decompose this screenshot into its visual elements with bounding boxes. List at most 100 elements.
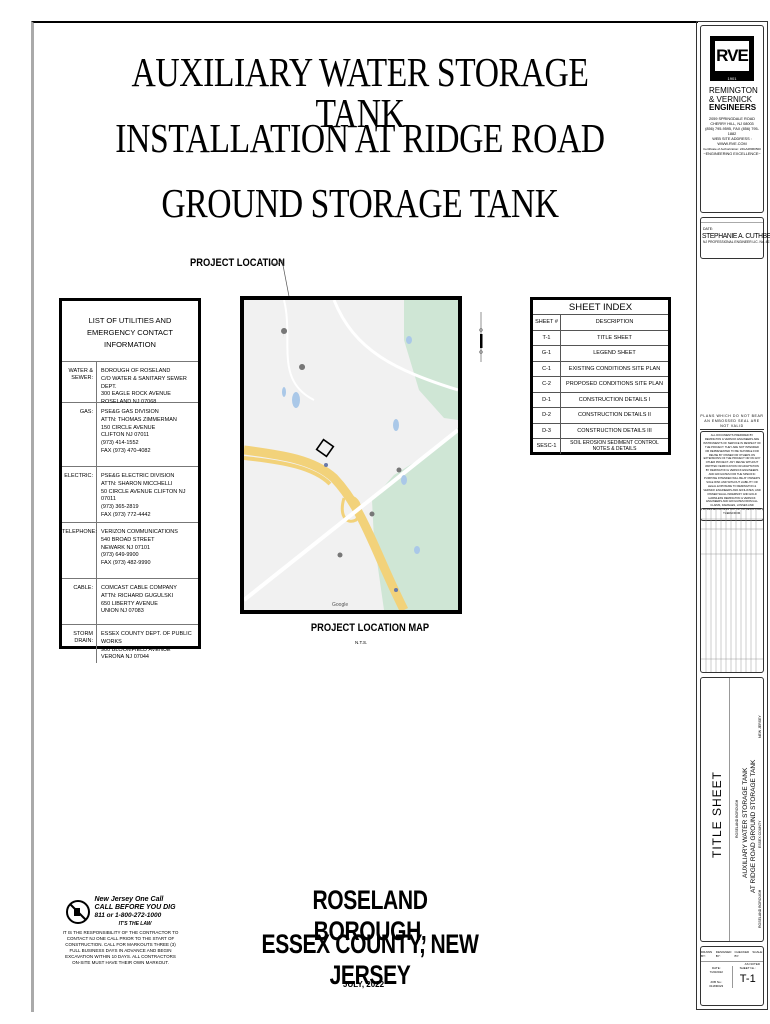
map-provider-label: Google bbox=[332, 602, 349, 608]
revision-grid-lines bbox=[701, 509, 763, 672]
utilities-heading-line-2: EMERGENCY CONTACT INFORMATION bbox=[87, 328, 173, 349]
project-municipality: ROSELAND BOROUGH bbox=[758, 889, 762, 928]
sheet-number: D-3 bbox=[533, 423, 561, 438]
utility-line: 900 BLOOMFIELD AVENUE bbox=[101, 646, 171, 653]
map-caption: PROJECT LOCATION MAP bbox=[310, 622, 430, 634]
utility-line: FAX (973) 772-4442 bbox=[101, 511, 151, 518]
firm-name: REMINGTON & VERNICK ENGINEERS bbox=[701, 86, 763, 113]
utility-row-cable: CABLE: COMCAST CABLE COMPANY ATTN: RICHA… bbox=[62, 579, 198, 625]
utility-line: VERIZON COMMUNICATIONS bbox=[101, 529, 178, 535]
one-call-line-4: IT'S THE LAW bbox=[118, 921, 152, 927]
sheet-description: LEGEND SHEET bbox=[593, 350, 636, 357]
location-line-1: ROSELAND BOROUGH, bbox=[312, 885, 428, 946]
sheet-info-labels: DRAWN BY: DESIGNED BY: CHECKED BY: SCALE… bbox=[701, 947, 763, 962]
map-scale: N.T.S. bbox=[355, 640, 368, 645]
sheet-number: C-1 bbox=[533, 361, 561, 376]
firm-line-1: REMINGTON bbox=[709, 86, 758, 95]
rve-logo: RVE bbox=[710, 36, 754, 76]
sheet-number: C-2 bbox=[533, 377, 561, 392]
project-county: ESSEX COUNTY bbox=[758, 820, 762, 848]
utility-line: ROSELAND NJ 07068 bbox=[101, 399, 157, 406]
north-arrow-icon bbox=[479, 312, 483, 362]
project-line-2: AT RIDGE ROAD GROUND STORAGE TANK bbox=[750, 759, 757, 893]
sheet-index-title: SHEET INDEX bbox=[533, 300, 668, 315]
no-dig-icon bbox=[66, 900, 91, 924]
drawing-sheet-border bbox=[31, 21, 698, 1012]
project-owner: ROSELAND BOROUGH bbox=[735, 799, 739, 838]
sheet-number: D-2 bbox=[533, 408, 561, 423]
utility-row-storm-drain: STORM DRAIN: ESSEX COUNTY DEPT. OF PUBLI… bbox=[62, 625, 198, 663]
title-line-2: INSTALLATION AT RIDGE ROAD bbox=[115, 115, 605, 161]
utility-value: ESSEX COUNTY DEPT. OF PUBLIC WORKS 900 B… bbox=[97, 625, 198, 663]
utility-value: BOROUGH OF ROSELAND C/O WATER & SANITARY… bbox=[97, 362, 198, 405]
sheet-index-row: D-3 CONSTRUCTION DETAILS III bbox=[533, 423, 668, 439]
firm-certificate: Certificate of Authorization: 24GA280605… bbox=[703, 146, 761, 151]
utility-line: FAX (973) 482-9990 bbox=[101, 560, 151, 567]
utility-line: NEWARK NJ 07101 bbox=[101, 544, 151, 551]
date-field-value: 7/20/2022 bbox=[709, 970, 723, 974]
sheet-number-label: SHEET No.: bbox=[739, 966, 756, 970]
utility-line: PSE&G GAS DIVISION bbox=[101, 409, 159, 415]
date-field-label: DATE: bbox=[711, 966, 721, 970]
utilities-heading: LIST OF UTILITIES AND EMERGENCY CONTACT … bbox=[62, 301, 198, 362]
title-line-3: GROUND STORAGE TANK bbox=[161, 180, 559, 226]
firm-website: WEB SITE ADDRESS : WWW.RVE.COM bbox=[712, 136, 752, 146]
utility-key: STORM DRAIN: bbox=[62, 625, 97, 663]
scale-value: AS NOTED bbox=[744, 962, 760, 966]
utility-line: (973) 649-9900 bbox=[101, 552, 139, 559]
title-block: RVE 1901 REMINGTON & VERNICK ENGINEERS 2… bbox=[696, 21, 770, 1010]
utility-line: CLIFTON NJ 07011 bbox=[101, 432, 150, 439]
utility-row-telephone: TELEPHONE: VERIZON COMMUNICATIONS 540 BR… bbox=[62, 523, 198, 579]
utility-line: BOROUGH OF ROSELAND bbox=[101, 368, 171, 374]
utility-value: VERIZON COMMUNICATIONS 540 BROAD STREET … bbox=[97, 523, 198, 578]
job-number-label: JOB No.: bbox=[710, 980, 723, 984]
firm-tagline: ~ENGINEERING EXCELLENCE~ bbox=[703, 151, 761, 156]
utility-line: COMCAST CABLE COMPANY bbox=[101, 585, 177, 591]
sheet-index-row: D-1 CONSTRUCTION DETAILS I bbox=[533, 392, 668, 408]
sheet-description: CONSTRUCTION DETAILS III bbox=[577, 427, 652, 434]
sheet-number: D-1 bbox=[533, 392, 561, 407]
utility-row-electric: ELECTRIC: PSE&G ELECTRIC DIVISION ATTN: … bbox=[62, 467, 198, 523]
utility-key: GAS: bbox=[62, 403, 97, 466]
sheet-description: PROPOSED CONDITIONS SITE PLAN bbox=[566, 381, 663, 388]
utility-line: 150 CIRCLE AVENUE bbox=[101, 424, 156, 431]
project-location-label: PROJECT LOCATION bbox=[190, 257, 285, 269]
column-header-description: DESCRIPTION bbox=[595, 319, 634, 326]
sheet-description: SOIL EROSION SEDIMENT CONTROL NOTES & DE… bbox=[570, 440, 659, 453]
utility-value: PSE&G GAS DIVISION ATTN: THOMAS ZIMMERMA… bbox=[97, 403, 198, 466]
sheet-name: TITLE SHEET bbox=[710, 770, 724, 858]
drawn-by-label: DRAWN BY: bbox=[701, 950, 713, 958]
job-number-value: 0118I0023 bbox=[709, 984, 724, 988]
utility-line: 50 CIRCLE AVENUE CLIFTON NJ 07011 bbox=[101, 488, 186, 503]
utility-key: CABLE: bbox=[62, 579, 97, 624]
firm-contact: 2059 SPRINGDALE ROAD CHERRY HILL, NJ 080… bbox=[701, 117, 763, 157]
logo-year: 1901 bbox=[710, 76, 754, 81]
sheet-index-header: SHEET # DESCRIPTION bbox=[533, 315, 668, 331]
sheet-description: CONSTRUCTION DETAILS I bbox=[578, 396, 651, 403]
sheet-number-value: T-1 bbox=[739, 973, 756, 985]
location-line-2: ESSEX COUNTY, NEW JERSEY bbox=[261, 929, 479, 990]
column-header-sheet: SHEET # bbox=[533, 315, 561, 330]
seal-note: PLANS WHICH DO NOT BEAR AN EMBOSSED SEAL… bbox=[700, 414, 764, 430]
project-state: NEW JERSEY bbox=[758, 715, 762, 738]
firm-info-box: RVE 1901 REMINGTON & VERNICK ENGINEERS 2… bbox=[700, 25, 764, 213]
engineer-license: NJ PROFESSIONAL ENGINEER LIC. No. 40139 bbox=[703, 240, 770, 244]
utilities-table: LIST OF UTILITIES AND EMERGENCY CONTACT … bbox=[59, 298, 201, 663]
firm-line-2: & VERNICK bbox=[709, 94, 753, 104]
utility-row-gas: GAS: PSE&G GAS DIVISION ATTN: THOMAS ZIM… bbox=[62, 403, 198, 467]
utility-line: PSE&G ELECTRIC DIVISION bbox=[101, 473, 175, 479]
utility-value: COMCAST CABLE COMPANY ATTN: RICHARD GUGU… bbox=[97, 579, 198, 624]
project-line-1: AUXILIARY WATER STORAGE TANK bbox=[742, 767, 749, 878]
firm-city: CHERRY HILL, NJ 08003 bbox=[710, 121, 754, 126]
utility-row-water: WATER & SEWER: BOROUGH OF ROSELAND C/O W… bbox=[62, 362, 198, 405]
sheet-description: TITLE SHEET bbox=[597, 334, 632, 341]
utility-value: PSE&G ELECTRIC DIVISION ATTN: SHARON MIC… bbox=[97, 467, 198, 522]
disclaimer-box: ALL DOCUMENTS PREPARED BY REMINGTON & VE… bbox=[700, 431, 764, 521]
firm-line-3: ENGINEERS bbox=[709, 103, 757, 112]
utility-line: ATTN: SHARON MICCHELLI bbox=[101, 480, 173, 487]
utility-line: ESSEX COUNTY DEPT. OF PUBLIC WORKS bbox=[101, 631, 192, 645]
